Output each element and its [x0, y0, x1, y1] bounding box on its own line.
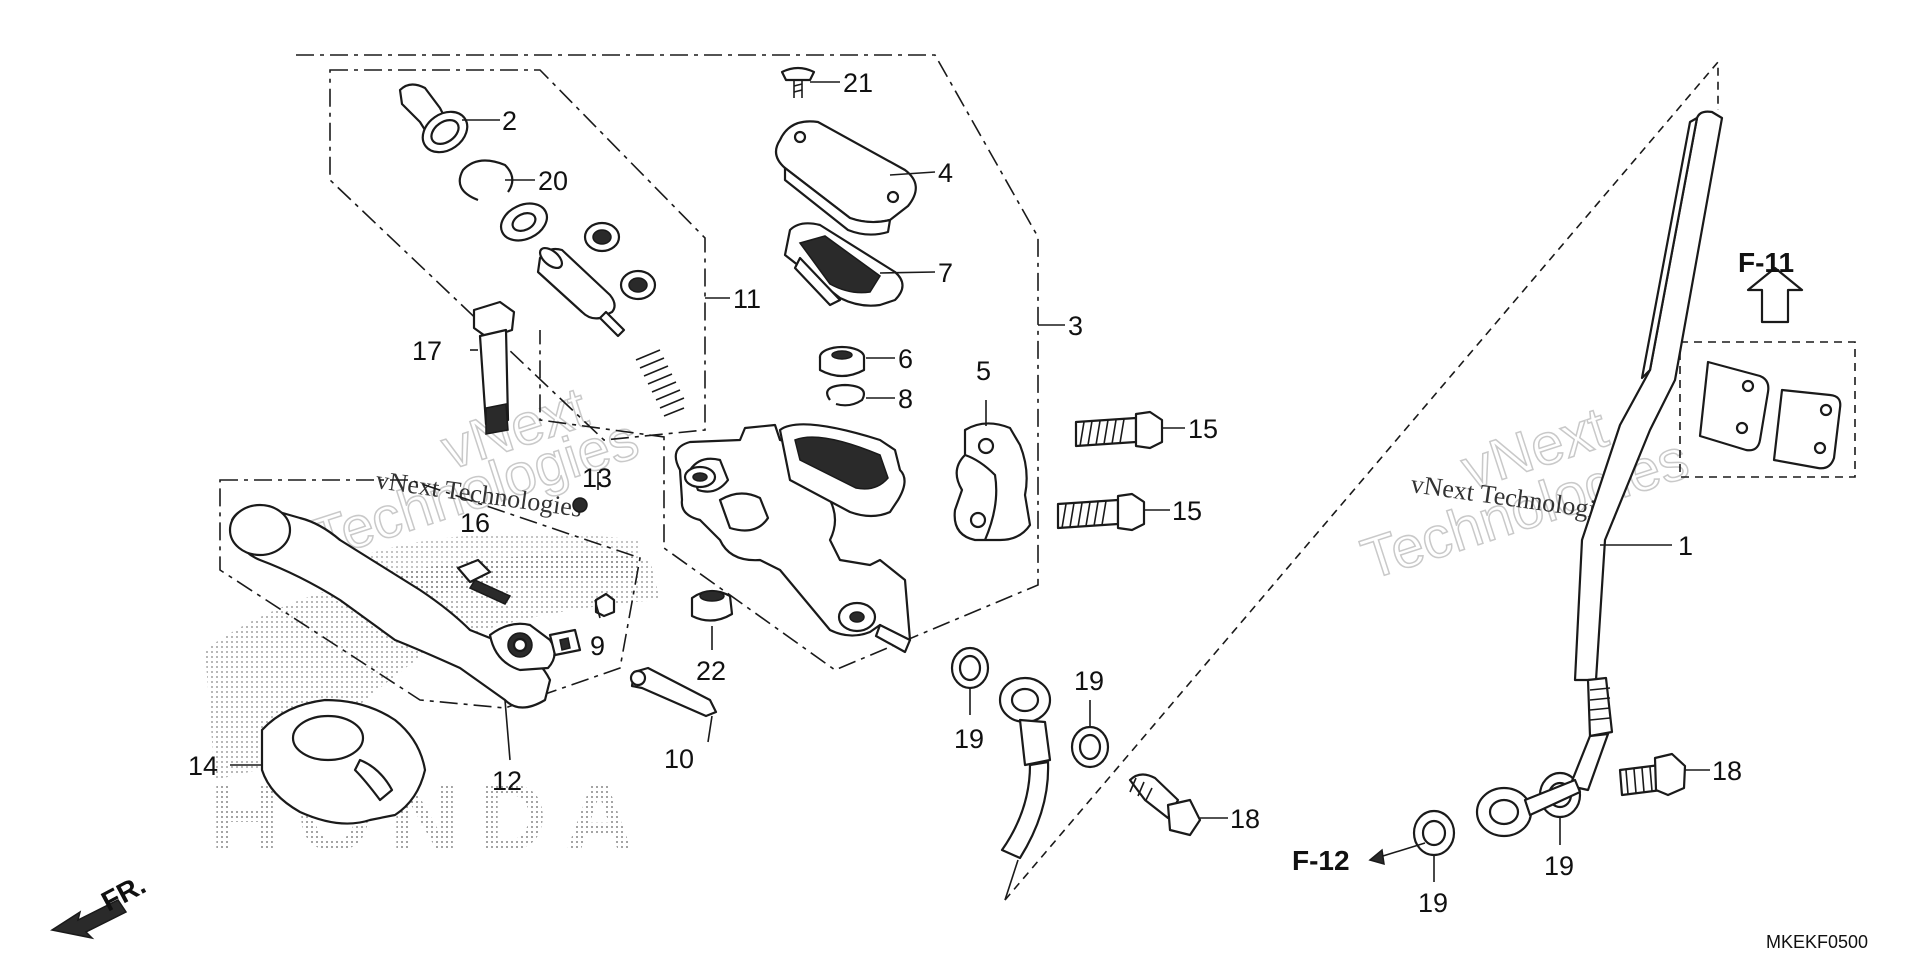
callout-16: 16 — [460, 508, 490, 538]
callout-10: 10 — [664, 744, 694, 774]
part-17-pivot-bolt[interactable] — [472, 300, 516, 435]
part-18-banjo-bolt-left[interactable] — [1128, 773, 1202, 837]
reference-f12[interactable]: F-12 — [1292, 845, 1350, 876]
part-15-bolt-upper[interactable] — [1074, 410, 1164, 450]
f11-clamp-parts — [1698, 360, 1842, 470]
part-11-seal-a[interactable] — [583, 221, 621, 253]
callout-19-a: 19 — [954, 724, 984, 754]
callout-15-lower: 15 — [1172, 496, 1202, 526]
callout-9: 9 — [590, 631, 605, 661]
callout-15-upper: 15 — [1188, 414, 1218, 444]
callout-19-b: 19 — [1074, 666, 1104, 696]
part-4-reservoir-cap[interactable] — [774, 120, 917, 236]
callout-18-right: 18 — [1712, 756, 1742, 786]
callout-2: 2 — [502, 106, 517, 136]
part-22-cap-nut[interactable] — [690, 589, 734, 622]
callout-5: 5 — [976, 356, 991, 386]
part-20-snap-ring[interactable] — [458, 159, 514, 202]
callout-1: 1 — [1678, 531, 1693, 561]
callout-4: 4 — [938, 158, 953, 188]
callout-labels: 1 2 3 4 5 6 7 8 9 10 11 12 13 14 15 15 1… — [188, 68, 1742, 918]
callout-17: 17 — [412, 336, 442, 366]
hose-banjo-upper[interactable] — [998, 676, 1052, 860]
reference-f11[interactable]: F-11 — [1738, 247, 1794, 278]
part-11-piston[interactable] — [536, 244, 626, 338]
part-11-washer[interactable] — [495, 196, 553, 247]
leader-lines — [230, 81, 1710, 882]
part-1-brake-hose[interactable] — [1475, 110, 1724, 838]
callout-21: 21 — [843, 68, 873, 98]
part-15-bolt-lower[interactable] — [1056, 492, 1146, 532]
callout-6: 6 — [898, 344, 913, 374]
callout-8: 8 — [898, 384, 913, 414]
part-5-clamp[interactable] — [953, 422, 1032, 542]
callout-22: 22 — [696, 656, 726, 686]
part-14-lever-cover[interactable] — [260, 698, 427, 825]
part-8-circlip[interactable] — [826, 383, 866, 407]
front-arrow-icon — [50, 899, 128, 940]
callout-3: 3 — [1068, 311, 1083, 341]
callout-18-left: 18 — [1230, 804, 1260, 834]
part-11-seal-b[interactable] — [619, 269, 657, 301]
callout-14: 14 — [188, 751, 218, 781]
callout-13: 13 — [582, 463, 612, 493]
callout-7: 7 — [938, 258, 953, 288]
part-7-diaphragm[interactable] — [783, 222, 904, 307]
left-arrow-icon — [1368, 842, 1426, 866]
part-19-washer-b[interactable] — [1070, 725, 1110, 769]
callout-19-d: 19 — [1544, 851, 1574, 881]
part-2-boot[interactable] — [398, 83, 475, 160]
group-outlines — [219, 54, 1856, 901]
part-3-master-cylinder[interactable] — [674, 423, 912, 654]
part-19-washer-a[interactable] — [950, 646, 990, 690]
part-11-spring[interactable] — [635, 349, 685, 417]
diagram-code: MKEKF0500 — [1766, 932, 1868, 952]
part-19-washer-c[interactable] — [1412, 809, 1456, 857]
halftone-brand-pattern: HONDA — [205, 533, 660, 871]
up-arrow-icon — [1746, 266, 1804, 324]
part-10-pin[interactable] — [629, 666, 718, 718]
part-12-brake-lever[interactable] — [228, 503, 582, 709]
part-16-adjuster-screw[interactable] — [456, 558, 512, 605]
part-9-nut[interactable] — [594, 592, 616, 618]
part-18-banjo-bolt-right[interactable] — [1618, 752, 1687, 797]
callout-20: 20 — [538, 166, 568, 196]
part-6-plate[interactable] — [818, 345, 866, 378]
callout-12: 12 — [492, 766, 522, 796]
callout-19-c: 19 — [1418, 888, 1448, 918]
part-21-screw[interactable] — [780, 66, 816, 98]
part-13-small-part[interactable] — [572, 497, 588, 513]
callout-11: 11 — [733, 284, 761, 314]
